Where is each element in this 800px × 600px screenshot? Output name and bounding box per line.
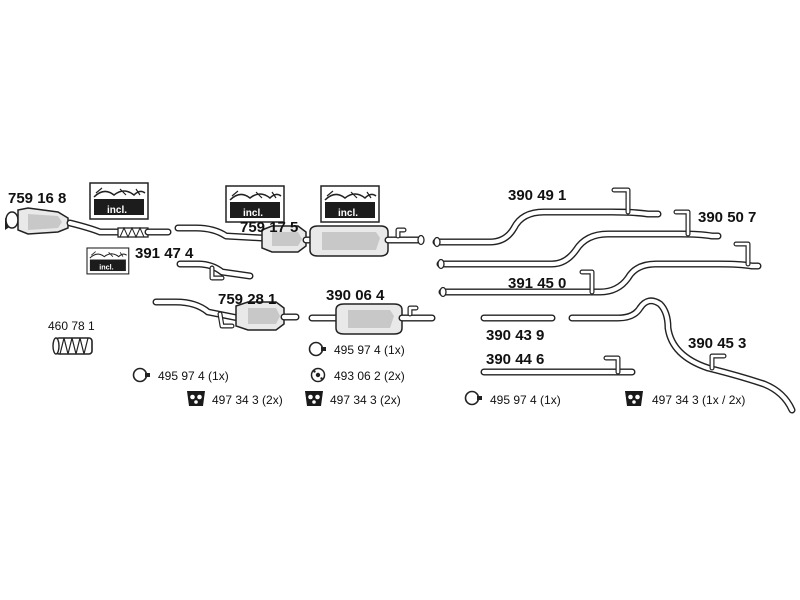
accessory-a2: 497 34 3 (2x): [212, 393, 283, 407]
mounting-kit-icon: incl.: [320, 185, 380, 223]
part-number-390507: 390 50 7: [698, 209, 756, 226]
kit-label: incl.: [338, 208, 358, 219]
mounting-kit-icon: incl.: [86, 247, 130, 275]
part-number-759175: 759 17 5: [240, 219, 298, 236]
kit-label: incl.: [107, 205, 127, 216]
rubber-hanger-icon: [305, 391, 323, 406]
accessory-a6: 495 97 4 (1x): [490, 393, 561, 407]
part-number-390453: 390 45 3: [688, 335, 746, 352]
part-391450-hanger: [579, 269, 595, 295]
mounting-kit-icon: incl.: [225, 185, 285, 223]
part-390446-pipe: [480, 355, 636, 376]
part-number-759168: 759 16 8: [8, 190, 66, 207]
flex-pipe-icon: [52, 337, 93, 355]
part-390453-pipe: [568, 297, 796, 414]
kit-label: incl.: [243, 208, 263, 219]
clamp-ring-icon: [308, 341, 327, 357]
part-759168-catalyst: [5, 207, 172, 239]
accessory-a3: 495 97 4 (1x): [334, 343, 405, 357]
accessory-a4: 493 06 2 (2x): [334, 369, 405, 383]
accessory-a7: 497 34 3 (1x / 2x): [652, 393, 745, 407]
accessory-a5: 497 34 3 (2x): [330, 393, 401, 407]
part-number-391450: 391 45 0: [508, 275, 566, 292]
part-tail-pipe-upper: [438, 241, 762, 298]
rubber-hanger-icon: [187, 391, 205, 406]
part-number-390439: 390 43 9: [486, 327, 544, 344]
part-number-759281: 759 28 1: [218, 291, 276, 308]
rubber-hanger-icon: [625, 391, 643, 406]
part-number-391474: 391 47 4: [135, 245, 194, 262]
mounting-kit-icon: incl.: [89, 182, 149, 220]
clamp-ring-icon: [464, 390, 483, 406]
flange-gasket-icon: [310, 367, 326, 383]
part-number-390446: 390 44 6: [486, 351, 544, 368]
part-391474-pipe: [176, 260, 254, 281]
part-number-390491: 390 49 1: [508, 187, 566, 204]
part-390064-silencer: [308, 303, 436, 335]
accessory-a1: 495 97 4 (1x): [158, 369, 229, 383]
part-390507-pipe: [436, 209, 722, 270]
part-759281-catalyst: [152, 298, 300, 331]
part-rear-silencer-upper: [309, 225, 425, 257]
clamp-ring-icon: [132, 367, 151, 383]
part-number-390064: 390 06 4: [326, 287, 385, 304]
kit-label: incl.: [99, 263, 113, 272]
part-number-460781: 460 78 1: [48, 319, 95, 333]
part-390491-pipe: [432, 187, 662, 248]
